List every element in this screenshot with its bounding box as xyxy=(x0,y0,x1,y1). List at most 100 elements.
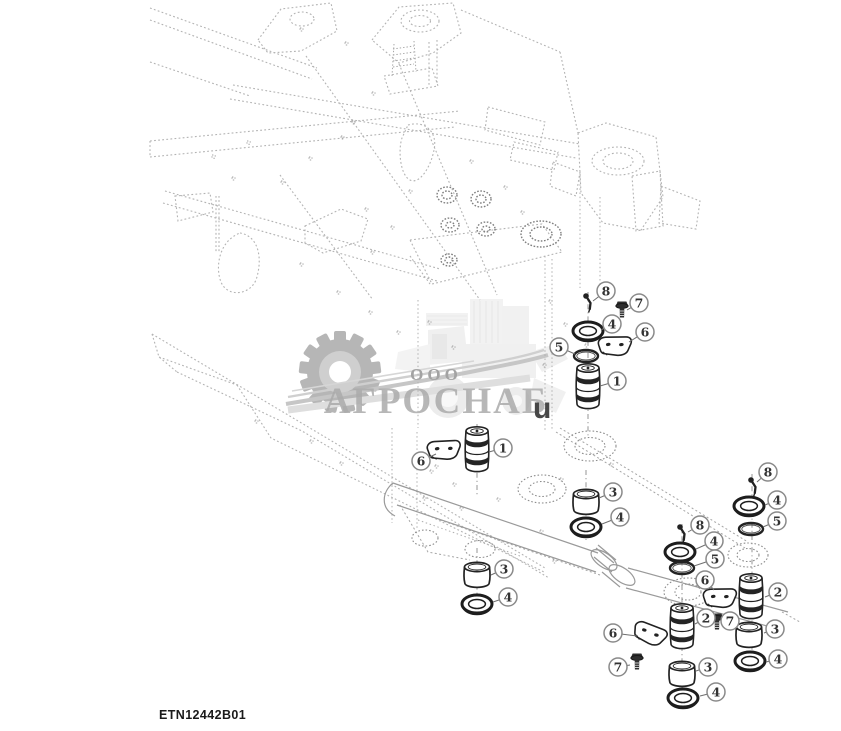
washer-part xyxy=(733,650,767,673)
callout-8[interactable]: 8 xyxy=(687,515,710,535)
watermark-company-form: ООО xyxy=(410,365,462,384)
watermark-logo: ООО АГРОСНАБ xyxy=(285,299,568,422)
callout-balloon[interactable] xyxy=(629,293,649,313)
callout-2[interactable]: 2 xyxy=(694,608,716,628)
callout-1[interactable]: 1 xyxy=(488,438,513,458)
callout-number: 4 xyxy=(710,534,719,549)
bushing-part xyxy=(463,561,491,589)
callout-number: 2 xyxy=(774,585,783,600)
callout-4[interactable]: 4 xyxy=(600,314,622,334)
callout-4[interactable]: 4 xyxy=(601,507,630,527)
callout-balloon[interactable] xyxy=(698,657,718,677)
callout-balloon[interactable] xyxy=(705,549,725,569)
callout-number: 8 xyxy=(764,465,773,480)
callout-number: 1 xyxy=(613,374,622,389)
callout-balloon[interactable] xyxy=(607,371,627,391)
bushing-part xyxy=(735,621,763,649)
callout-balloon[interactable] xyxy=(596,281,616,301)
callout-balloon[interactable] xyxy=(768,649,788,669)
callout-balloon[interactable] xyxy=(706,682,726,702)
callout-balloon[interactable] xyxy=(608,657,628,677)
callout-4[interactable]: 4 xyxy=(764,490,787,510)
callout-balloon[interactable] xyxy=(758,462,778,482)
callout-4[interactable]: 4 xyxy=(699,682,726,702)
callout-3[interactable]: 3 xyxy=(763,619,785,639)
callout-4[interactable]: 4 xyxy=(765,649,788,669)
callout-number: 3 xyxy=(771,622,780,637)
callout-balloon[interactable] xyxy=(696,608,716,628)
retainer-plate-part xyxy=(701,584,739,611)
callout-8[interactable]: 8 xyxy=(592,281,616,302)
washer-part xyxy=(663,541,697,564)
callout-4[interactable]: 4 xyxy=(695,531,724,551)
callout-number: 2 xyxy=(702,611,711,626)
callout-5[interactable]: 5 xyxy=(762,511,787,531)
callout-balloon[interactable] xyxy=(690,515,710,535)
callout-4[interactable]: 4 xyxy=(492,587,518,607)
callout-5[interactable]: 5 xyxy=(693,549,725,569)
callout-balloon[interactable] xyxy=(549,337,569,357)
callout-balloon[interactable] xyxy=(768,582,788,602)
callout-5[interactable]: 5 xyxy=(549,337,576,357)
callout-balloon[interactable] xyxy=(494,559,514,579)
callout-number: 3 xyxy=(500,562,509,577)
callout-number: 1 xyxy=(499,441,508,456)
callout-6[interactable]: 6 xyxy=(411,451,437,471)
cotter-pin-part xyxy=(676,523,686,545)
swoosh-ribbon xyxy=(285,348,549,414)
oring-part xyxy=(737,521,765,537)
callout-number: 4 xyxy=(504,590,513,605)
callout-number: 8 xyxy=(696,518,705,533)
callout-8[interactable]: 8 xyxy=(756,462,778,483)
callout-balloon[interactable] xyxy=(411,451,431,471)
bushing-part xyxy=(572,488,600,516)
retainer-plate-part xyxy=(425,436,464,464)
callout-7[interactable]: 7 xyxy=(608,657,631,677)
callout-balloon[interactable] xyxy=(498,587,518,607)
callout-number: 5 xyxy=(555,340,564,355)
retainer-plate-part xyxy=(596,332,634,359)
callout-balloon[interactable] xyxy=(610,507,630,527)
callout-balloon[interactable] xyxy=(767,511,787,531)
washer-part xyxy=(460,593,494,616)
callout-balloon[interactable] xyxy=(695,570,715,590)
callout-balloon[interactable] xyxy=(635,322,655,342)
callout-number: 6 xyxy=(609,626,618,641)
callout-number: 7 xyxy=(635,296,644,311)
callout-balloon[interactable] xyxy=(767,490,787,510)
callout-number: 8 xyxy=(602,284,611,299)
callout-1[interactable]: 1 xyxy=(599,371,627,391)
callout-6[interactable]: 6 xyxy=(603,623,638,643)
callout-balloon[interactable] xyxy=(603,482,623,502)
axle-pivot-tube xyxy=(590,544,636,588)
callout-6[interactable]: 6 xyxy=(628,322,655,343)
callout-balloon[interactable] xyxy=(603,623,623,643)
isolator-part xyxy=(738,572,764,620)
callout-7[interactable]: 7 xyxy=(720,611,740,631)
callout-3[interactable]: 3 xyxy=(598,482,623,502)
stray-mark-text: u xyxy=(533,392,551,425)
callout-number: 5 xyxy=(773,514,782,529)
combine-harvester-icon xyxy=(395,299,568,418)
callout-balloon[interactable] xyxy=(602,314,622,334)
callout-balloon[interactable] xyxy=(493,438,513,458)
callout-7[interactable]: 7 xyxy=(626,293,649,313)
drawing-number: ETN12442B01 xyxy=(159,708,246,722)
callout-3[interactable]: 3 xyxy=(695,657,718,677)
callout-balloon[interactable] xyxy=(720,611,740,631)
callout-2[interactable]: 2 xyxy=(764,582,788,602)
callout-number: 6 xyxy=(417,454,426,469)
callout-number: 5 xyxy=(711,552,720,567)
oring-part xyxy=(668,560,696,576)
oring-part xyxy=(572,348,600,364)
frame-boss-holes xyxy=(436,186,562,267)
isolator-part xyxy=(669,602,695,650)
callout-6[interactable]: 6 xyxy=(695,570,715,591)
callout-balloon[interactable] xyxy=(765,619,785,639)
callout-number: 4 xyxy=(712,685,721,700)
callout-3[interactable]: 3 xyxy=(490,559,514,579)
callout-number: 4 xyxy=(774,652,783,667)
callout-number: 7 xyxy=(726,614,735,629)
